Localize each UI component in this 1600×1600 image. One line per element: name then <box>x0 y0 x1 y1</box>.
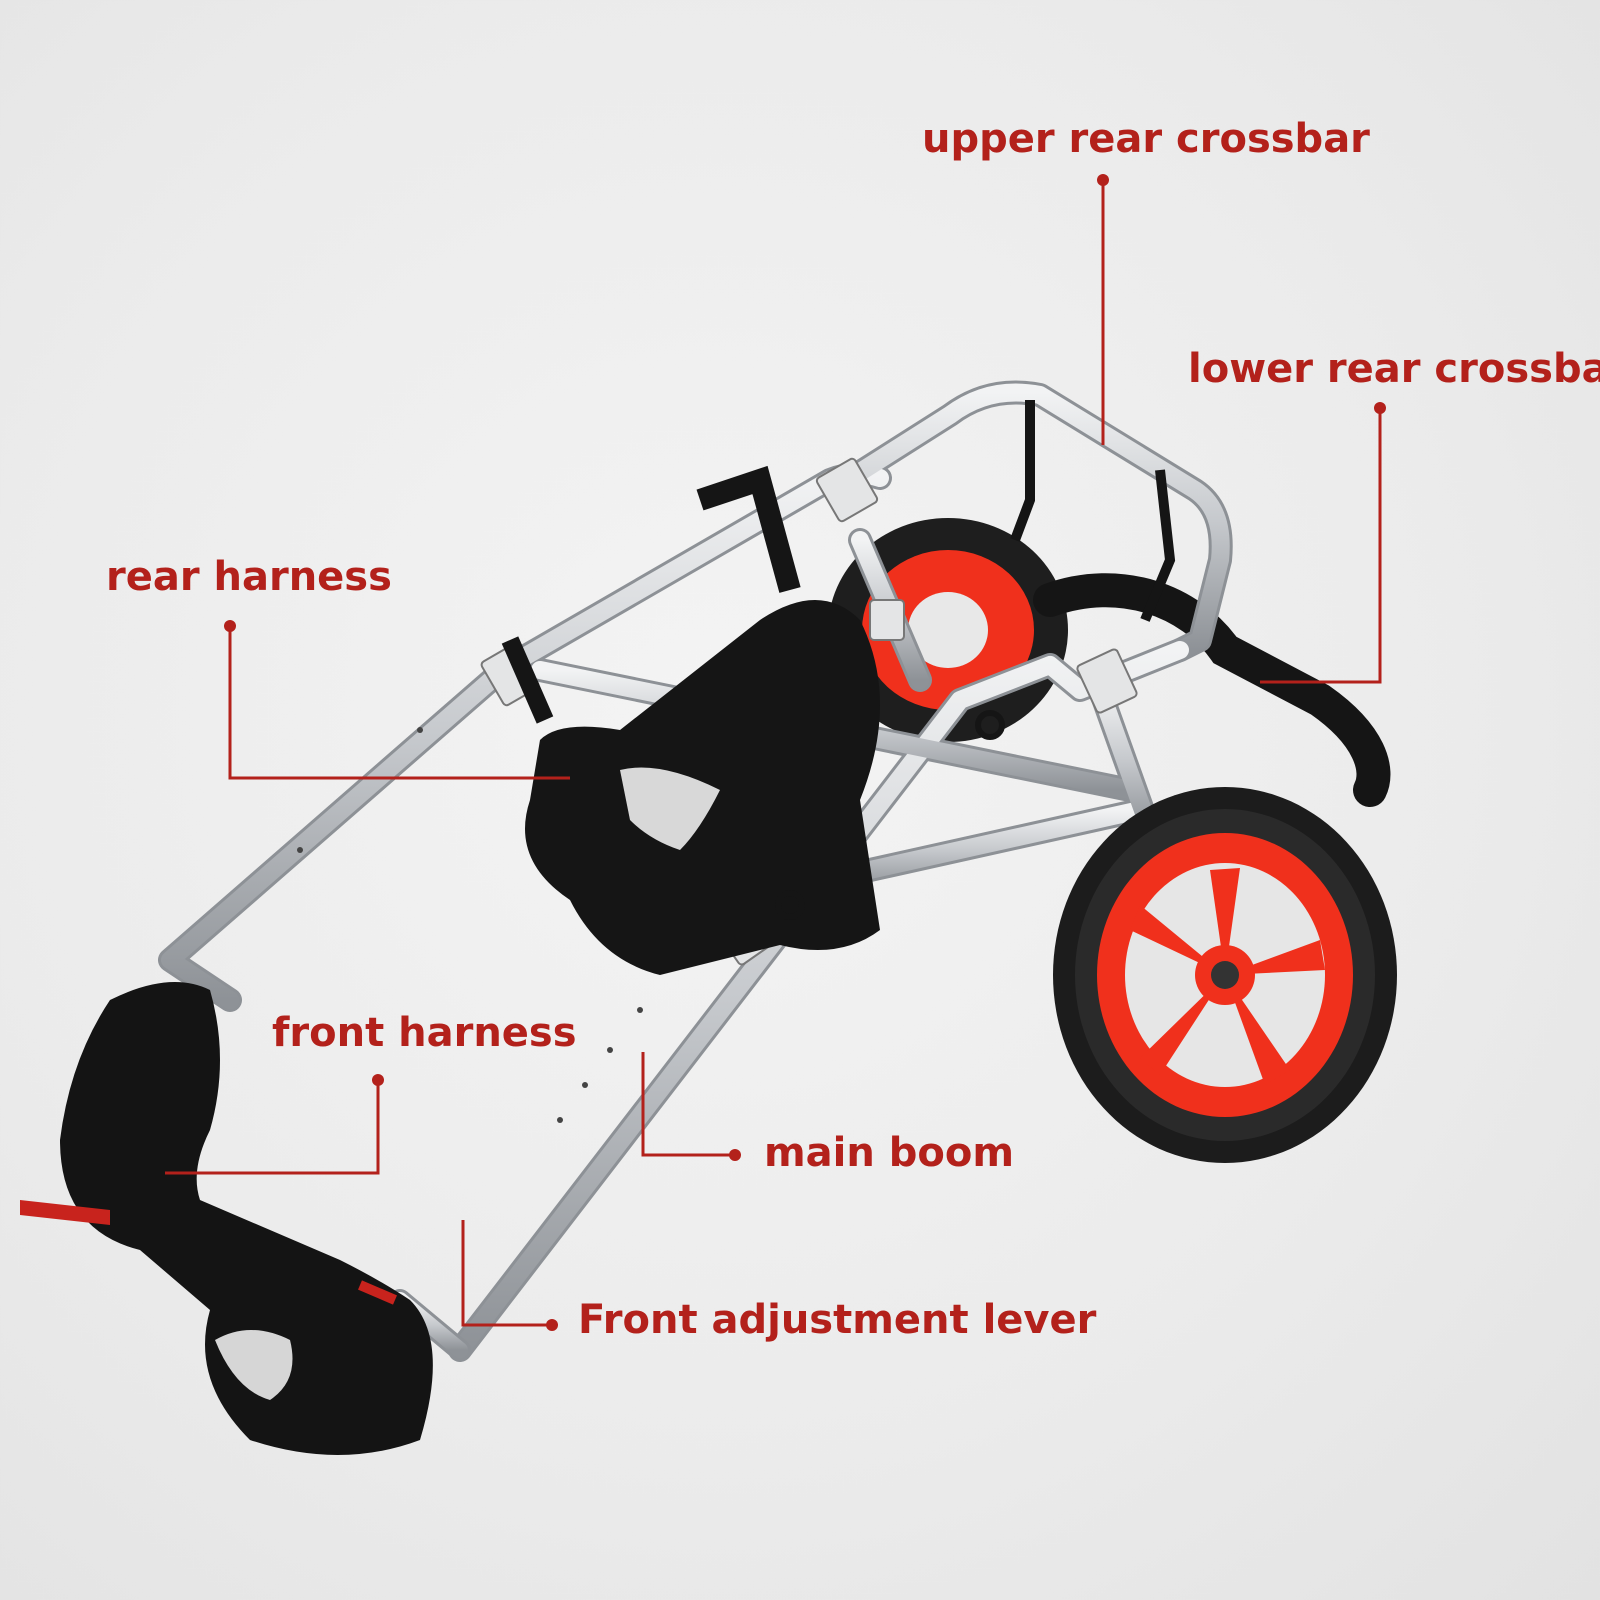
label-lower-rear-crossbar: lower rear crossbar <box>1188 346 1600 392</box>
front-harness-shape <box>20 982 433 1455</box>
callout-dot-icon <box>1097 174 1109 186</box>
rear-wheel-back <box>828 518 1068 742</box>
callout-dot-icon <box>372 1074 384 1086</box>
wheel-icon <box>1053 787 1397 1163</box>
label-rear-harness: rear harness <box>106 554 392 600</box>
label-front-harness: front harness <box>272 1010 577 1056</box>
lower-rear-crossbar-shape <box>1033 573 1391 807</box>
callout-dot-icon <box>1374 402 1386 414</box>
callout-dot-icon <box>546 1319 558 1331</box>
callout-dot-icon <box>729 1149 741 1161</box>
callout-dot-icon <box>224 620 236 632</box>
label-front-adjustment-lever: Front adjustment lever <box>578 1297 1097 1343</box>
label-main-boom: main boom <box>764 1130 1015 1176</box>
label-upper-rear-crossbar: upper rear crossbar <box>922 116 1370 162</box>
rear-harness-shape <box>501 400 1176 975</box>
callout-lines <box>165 180 1382 1327</box>
